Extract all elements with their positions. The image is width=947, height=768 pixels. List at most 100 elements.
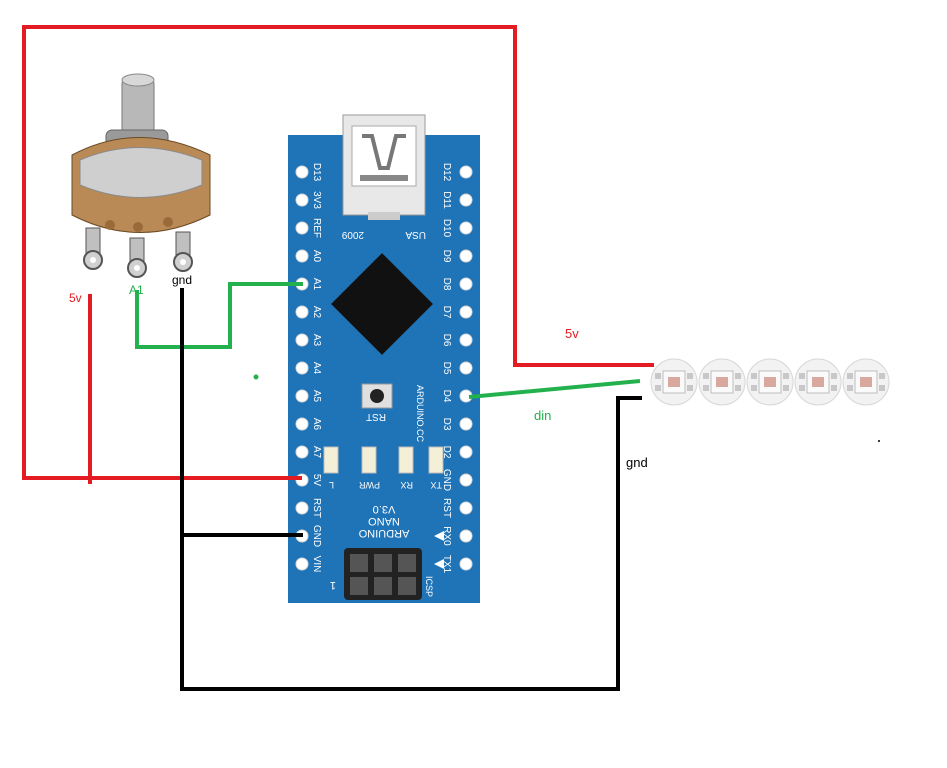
board-name-line3: V3.0: [373, 503, 396, 515]
strip-5v-label: 5v: [565, 326, 579, 341]
right-pin-label: D11: [441, 191, 452, 209]
pot-a1-wire: [135, 282, 303, 349]
icsp-pin1-label: 1: [330, 579, 336, 591]
left-pin-label: RST: [311, 498, 322, 518]
led-label-rx: RX: [400, 480, 413, 490]
right-pin-label: D2: [441, 446, 452, 459]
rgb-led: [650, 358, 698, 406]
left-pin-a2: [295, 305, 309, 319]
right-pin-label: D8: [441, 278, 452, 291]
pot-terminal-right: [173, 231, 193, 272]
left-pin-label: A4: [311, 362, 322, 375]
power-left-wire: [22, 25, 302, 480]
rgb-led: [746, 358, 794, 406]
left-pin-ref: [295, 221, 309, 235]
left-pin-label: D13: [311, 163, 322, 182]
left-pin-a4: [295, 361, 309, 375]
tx-arrow-icon: [434, 559, 444, 569]
rgb-led: [698, 358, 746, 406]
led-rx: [398, 446, 414, 474]
signal-wires: [135, 282, 641, 399]
board-country: USA: [405, 229, 426, 240]
left-pin-label: A2: [311, 306, 322, 319]
right-pin-label: D6: [441, 334, 452, 347]
led-l: [323, 446, 339, 474]
icsp-header: [344, 548, 422, 600]
right-pin-label: TX1: [441, 555, 452, 574]
rgb-led: [842, 358, 890, 406]
left-pin-rst: [295, 501, 309, 515]
ground-wires: [180, 288, 642, 691]
reset-label: RST: [366, 411, 386, 422]
brand-label: ARDUINO.CC: [415, 385, 425, 443]
right-pin-tx1: [459, 557, 473, 571]
usb-connector: [342, 114, 426, 220]
left-pin-a3: [295, 333, 309, 347]
led-label-tx: TX: [430, 480, 442, 490]
pot-a1-label: A1: [129, 283, 144, 297]
left-pin-label: 3V3: [311, 191, 322, 209]
right-pin-label: D9: [441, 250, 452, 263]
left-pin-vin: [295, 557, 309, 571]
status-leds: [323, 446, 444, 474]
microcontroller-chip: [331, 253, 433, 355]
power-loop-wire: [22, 25, 654, 367]
right-pin-d9: [459, 249, 473, 263]
left-pin-a0: [295, 249, 309, 263]
right-pin-label: D5: [441, 362, 452, 375]
pot-terminal-middle: [127, 237, 147, 278]
pot-terminal-left: [83, 227, 103, 270]
left-pin-label: A7: [311, 446, 322, 459]
left-pin-label: A1: [311, 278, 322, 291]
right-pin-label: D3: [441, 418, 452, 431]
left-pin-label: REF: [311, 218, 322, 238]
right-pin-label: RX0: [441, 526, 452, 546]
potentiometer: [71, 73, 211, 278]
left-pin-3v3: [295, 193, 309, 207]
pot-gnd-label: gnd: [172, 273, 192, 287]
left-pin-label: A6: [311, 418, 322, 431]
led-label-pwr: PWR: [359, 480, 380, 490]
board-name-line1: ARDUINO: [358, 527, 409, 539]
led-strip: [650, 358, 890, 406]
left-pin-a7: [295, 445, 309, 459]
stray-dot: [878, 440, 880, 442]
right-pin-label: D10: [441, 219, 452, 238]
left-pin-label: VIN: [311, 556, 322, 573]
right-pin-d7: [459, 305, 473, 319]
strip-gnd-label: gnd: [626, 455, 648, 470]
strip-din-label: din: [534, 408, 551, 423]
ground-main-wire: [180, 288, 642, 691]
right-pin-label: D4: [441, 390, 452, 403]
right-pin-label: GND: [441, 469, 452, 491]
right-pin-d5: [459, 361, 473, 375]
left-pin-label: GND: [311, 525, 322, 547]
led-tx: [428, 446, 444, 474]
left-pin-a5: [295, 389, 309, 403]
icsp-label: ICSP: [424, 576, 434, 597]
reset-button: [361, 383, 393, 409]
right-pin-rst: [459, 501, 473, 515]
led-label-l: L: [329, 480, 334, 490]
board-year: 2009: [341, 229, 364, 240]
pot-shaft: [121, 77, 155, 139]
right-pin-d10: [459, 221, 473, 235]
right-pin-label: D12: [441, 163, 452, 182]
left-pin-d13: [295, 165, 309, 179]
right-pin-label: D7: [441, 306, 452, 319]
left-pin-label: A0: [311, 250, 322, 263]
left-pin-label: A3: [311, 334, 322, 347]
left-pin-label: A5: [311, 390, 322, 403]
left-pin-label: 5V: [311, 474, 322, 487]
rx-arrow-icon: [434, 531, 444, 541]
right-pin-label: RST: [441, 498, 452, 518]
pot-shaft-top: [121, 73, 155, 87]
right-pin-d3: [459, 417, 473, 431]
power-wires: [22, 25, 654, 484]
right-pin-d11: [459, 193, 473, 207]
stray-green-dot: [253, 374, 259, 380]
